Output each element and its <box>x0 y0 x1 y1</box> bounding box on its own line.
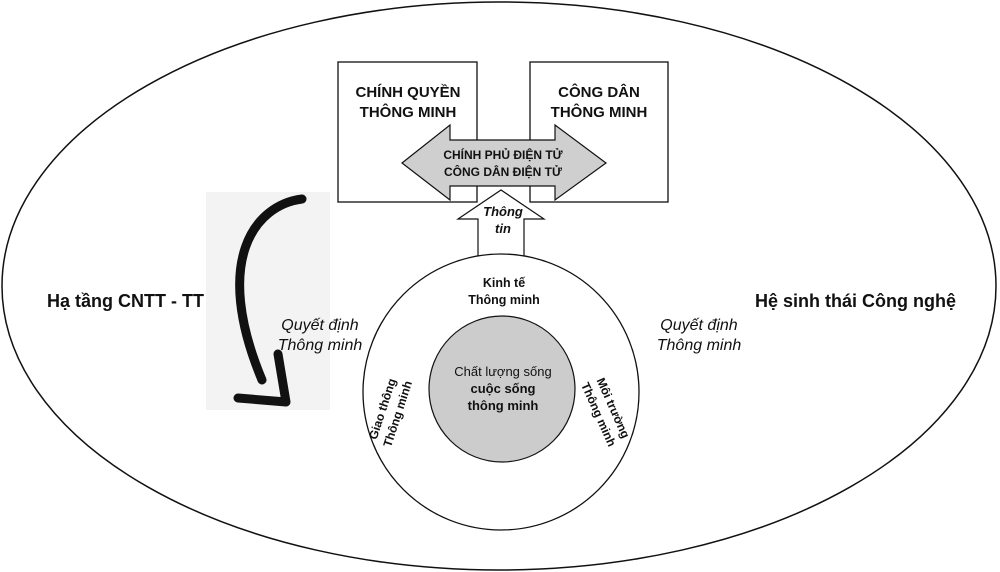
info-arrow-line2: tin <box>495 221 511 236</box>
right-label: Hệ sinh thái Công nghệ <box>755 291 956 311</box>
decision-right-line2: Thông minh <box>657 337 742 354</box>
decision-right-line1: Quyết định <box>660 317 737 334</box>
decision-left-line2: Thông minh <box>278 337 363 354</box>
box-chinh-quyen-line1: CHÍNH QUYỀN <box>355 84 460 101</box>
box-cong-dan-line1: CÔNG DÂN <box>558 83 640 101</box>
center-line1: Chất lượng sống <box>454 364 551 379</box>
economy-line1: Kinh tế <box>483 276 525 290</box>
double-arrow <box>401 123 608 202</box>
curved-arrow <box>235 194 307 385</box>
center-line3: thông minh <box>468 398 539 413</box>
double-arrow-line1: CHÍNH PHỦ ĐIỆN TỬ <box>443 147 562 162</box>
quality-of-life-circle <box>428 315 576 463</box>
curved-arrow-background <box>206 192 330 410</box>
info-arrow <box>456 189 546 259</box>
left-label: Hạ tầng CNTT - TT <box>47 291 204 311</box>
decision-left-line1: Quyết định <box>281 317 358 334</box>
curved-arrow-head <box>233 349 291 407</box>
center-line2: cuộc sống <box>470 381 535 396</box>
box-cong-dan-line2: THÔNG MINH <box>551 103 648 121</box>
box-chinh-quyen-line2: THÔNG MINH <box>360 103 457 121</box>
economy-line2: Thông minh <box>468 293 540 307</box>
info-arrow-line1: Thông <box>483 204 523 219</box>
double-arrow-line2: CÔNG DÂN ĐIỆN TỬ <box>444 164 562 179</box>
